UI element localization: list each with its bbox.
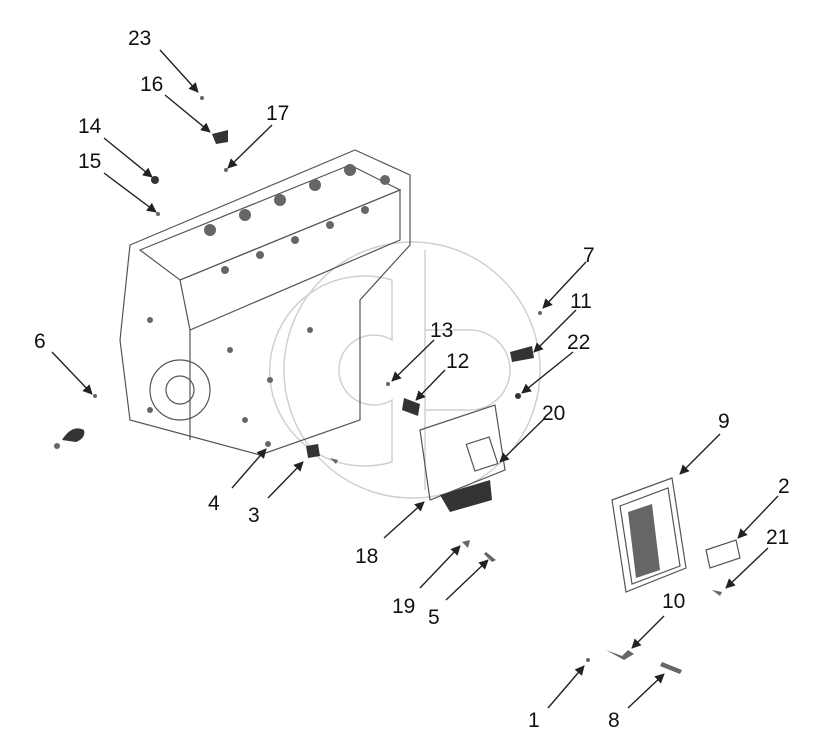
callout-15: 15 <box>78 150 101 173</box>
callout-17: 17 <box>266 102 289 125</box>
callout-3: 3 <box>248 504 260 527</box>
callout-9: 9 <box>718 410 730 433</box>
callout-11: 11 <box>570 290 592 313</box>
callout-8: 8 <box>608 709 620 732</box>
callout-13: 13 <box>430 319 453 342</box>
callout-19: 19 <box>392 595 415 618</box>
callout-labels: 23 16 17 14 15 7 11 22 6 13 12 20 9 2 21… <box>34 27 790 732</box>
callout-21: 21 <box>766 526 789 549</box>
callout-14: 14 <box>78 115 102 138</box>
callout-4: 4 <box>208 492 220 515</box>
callout-12: 12 <box>446 350 469 373</box>
callout-2: 2 <box>778 475 790 498</box>
callout-18: 18 <box>355 545 378 568</box>
callout-6: 6 <box>34 330 46 353</box>
ecm-module <box>586 477 741 674</box>
callout-5: 5 <box>428 606 440 629</box>
ecm-bracket <box>419 404 506 512</box>
callout-23: 23 <box>128 27 151 50</box>
callout-1: 1 <box>528 709 540 732</box>
engine-block <box>119 149 411 456</box>
callout-10: 10 <box>662 590 685 613</box>
small-parts <box>54 96 542 562</box>
watermark-logo <box>268 241 541 499</box>
callout-16: 16 <box>140 73 163 96</box>
callout-20: 20 <box>542 402 565 425</box>
leader-lines <box>51 49 779 709</box>
callout-7: 7 <box>583 244 595 267</box>
callout-22: 22 <box>567 331 590 354</box>
